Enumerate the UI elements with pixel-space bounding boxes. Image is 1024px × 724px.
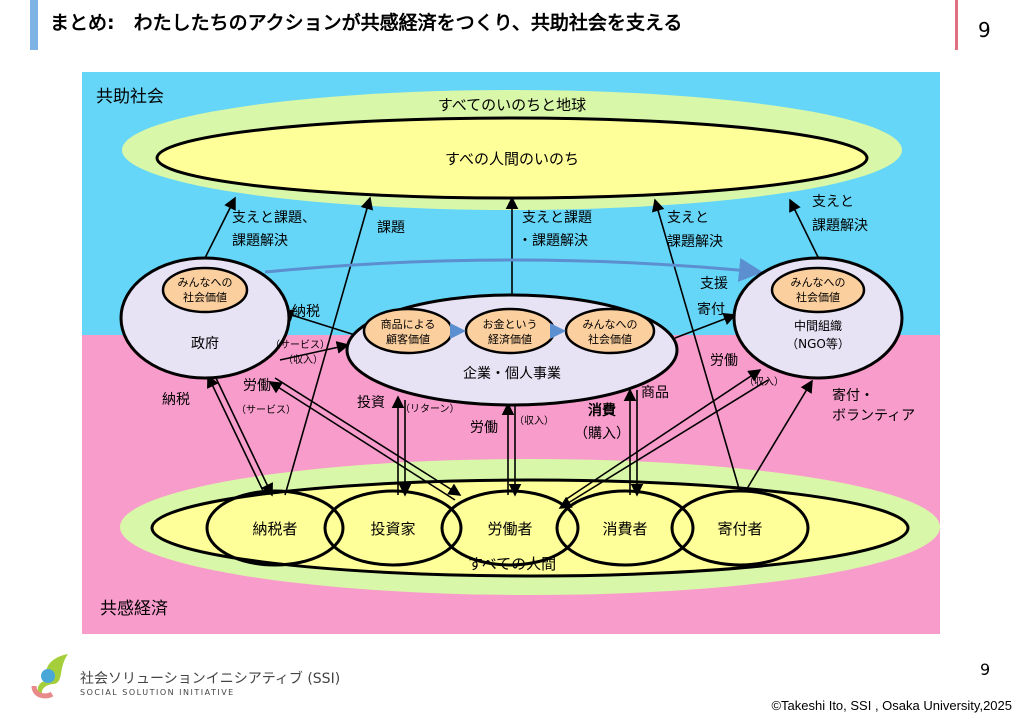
person-taxpayer: 納税者 (252, 520, 297, 538)
ngo-value-line1: みんなへの (791, 276, 846, 289)
person-worker: 労働者 (487, 520, 532, 538)
region-label-bottom: 共感経済 (100, 599, 168, 619)
all-people-label: すべての人間 (468, 555, 556, 573)
label-service: （サービス） (236, 404, 296, 416)
ngo-value-line2: 社会価値 (796, 290, 840, 304)
company-value-1-line2: 顧客価値 (386, 332, 430, 346)
label-company-up-2: ・課題解決 (518, 233, 588, 249)
person-investor: 投資家 (370, 520, 415, 538)
label-ngo-up-2: 課題解決 (812, 218, 868, 234)
copyright: ©Takeshi Ito, SSI , Osaka University,202… (771, 698, 1012, 713)
company-label: 企業・個人事業 (463, 365, 561, 382)
label-donation: 寄付 (697, 301, 725, 318)
support-arrow (264, 258, 763, 282)
header-divider (955, 0, 958, 50)
person-donor: 寄付者 (717, 520, 762, 538)
footer-page-number: 9 (980, 660, 991, 679)
label-tax-company: 納税 (292, 304, 320, 320)
label-gov-up-2: 課題解決 (232, 233, 288, 249)
title-accent-bar (30, 0, 38, 50)
label-labor: 労働 (470, 420, 498, 436)
org-name-jp: 社会ソリューションイニシアティブ (SSI) (80, 671, 341, 687)
label-return: （リターン） (400, 403, 460, 415)
label-income-3: （収入） (744, 376, 784, 388)
company-value-2-line2: 経済価値 (488, 332, 532, 346)
label-donate-2: ボランティア (832, 408, 915, 424)
label-labor-gov: 労働 (243, 378, 271, 394)
label-purchase: （購入） (574, 426, 630, 442)
company-value-1-line1: 商品による (381, 317, 436, 331)
label-donate-1: 寄付・ (832, 387, 874, 404)
page-number: 9 (978, 18, 991, 42)
government-label: 政府 (191, 336, 219, 352)
slide-title: まとめ: わたしたちのアクションが共感経済をつくり、共助社会を支える (50, 12, 683, 34)
label-service-income: （サービス） (270, 339, 330, 351)
label-income-1: （収入） (283, 354, 323, 366)
label-company-up-1: 支えと課題 (522, 210, 592, 226)
label-ngo-up-1: 支えと (812, 194, 854, 210)
all-life-label: すべの人間のいのち (445, 150, 579, 168)
label-product: 商品 (641, 385, 669, 401)
label-center-up-2: 課題解決 (667, 234, 723, 250)
label-center-up-1: 支えと (667, 210, 709, 226)
label-income-2: （収入） (514, 415, 554, 427)
region-label-top: 共助社会 (96, 87, 164, 107)
company-value-3-line2: 社会価値 (588, 332, 632, 346)
org-name-en: SOCIAL SOLUTION INITIATIVE (80, 688, 235, 697)
company-value-2-line1: お金という (483, 317, 538, 331)
label-invest: 投資 (357, 395, 385, 411)
ssi-logo-icon (31, 654, 68, 699)
ngo-label-line2: （NGO等） (786, 337, 850, 351)
label-gov-up-1: 支えと課題、 (232, 210, 316, 226)
person-consumer: 消費者 (602, 520, 647, 538)
gov-value-line2: 社会価値 (183, 290, 227, 304)
label-support: 支援 (700, 276, 728, 292)
label-consume: 消費 (588, 402, 616, 419)
gov-value-line1: みんなへの (178, 276, 233, 289)
label-tax: 納税 (162, 392, 190, 408)
label-kadai: 課題 (377, 220, 405, 236)
ngo-label-line1: 中間組織 (794, 318, 842, 333)
company-value-3-line1: みんなへの (583, 318, 638, 331)
label-labor-ngo: 労働 (710, 353, 738, 369)
earth-label: すべてのいのちと地球 (438, 96, 586, 114)
